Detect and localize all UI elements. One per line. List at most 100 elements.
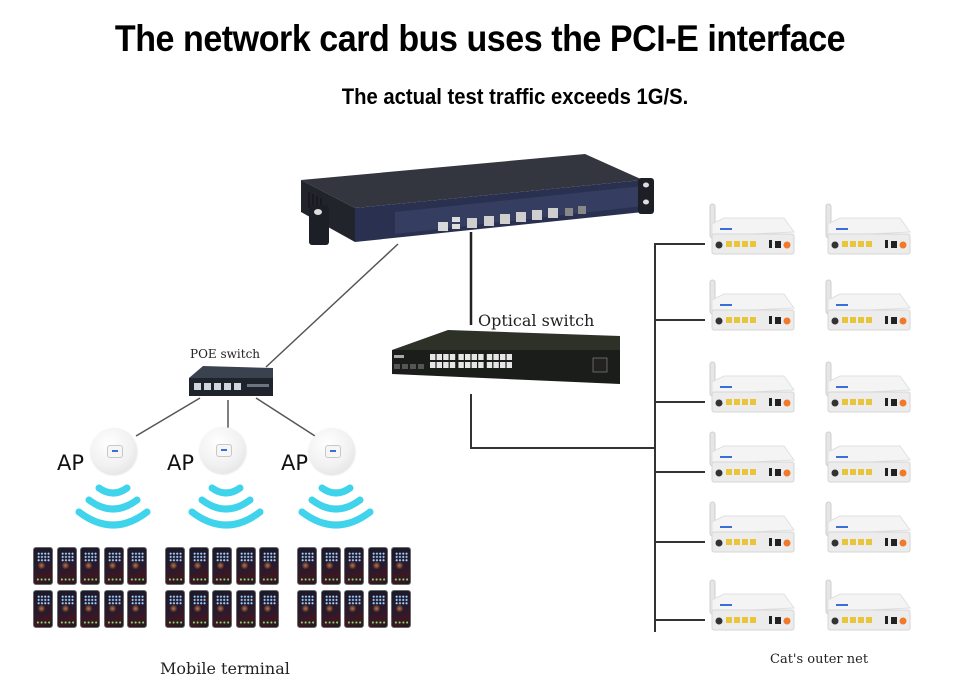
mobile-terminal-label: Mobile terminal: [160, 659, 290, 678]
optical-modem-router: [825, 501, 911, 553]
app-icons: [107, 595, 121, 605]
optical-modem-router: [825, 431, 911, 483]
line-optical-to-outer-net: [470, 394, 655, 449]
switch-port: [458, 354, 464, 360]
optical-modem-router: [825, 361, 911, 413]
dock-icons: [238, 621, 254, 624]
ap-label-1: AP: [57, 451, 85, 475]
app-icons: [263, 552, 276, 562]
optical-switch: [392, 330, 620, 384]
mobile-phone: [212, 547, 232, 585]
mobile-phone: [391, 590, 411, 628]
mobile-phone: [33, 547, 53, 585]
app-icons: [239, 552, 253, 562]
mobile-phone: [259, 547, 279, 585]
optical-modem-router: [825, 279, 911, 331]
app-icons: [216, 595, 229, 605]
switch-port: [458, 362, 464, 368]
mobile-phone: [297, 590, 317, 628]
access-point-1[interactable]: [91, 428, 137, 474]
ap-logo-icon: [107, 445, 123, 458]
poe-switch-label: POE switch: [190, 347, 261, 361]
dock-icons: [36, 621, 51, 624]
dock-icons: [130, 621, 145, 624]
switch-port: [486, 362, 493, 368]
sfp-port: [394, 364, 400, 369]
app-icons: [84, 595, 97, 605]
dock-icons: [394, 621, 409, 624]
dock-icons: [83, 578, 98, 581]
switch-port: [449, 362, 456, 368]
wifi-signal-icon: [188, 484, 264, 529]
dock-icons: [347, 578, 362, 581]
app-icons: [169, 552, 182, 562]
dock-icons: [59, 578, 75, 581]
switch-port: [449, 354, 456, 360]
app-icons: [301, 552, 314, 562]
dock-icons: [106, 621, 122, 624]
dock-icons: [394, 578, 409, 581]
app-icons: [131, 552, 144, 562]
mobile-phone: [188, 590, 209, 628]
switch-port: [506, 354, 512, 360]
app-icons: [169, 595, 182, 605]
app-icons: [60, 595, 74, 605]
access-point-2[interactable]: [200, 427, 246, 473]
app-icons: [324, 552, 338, 562]
app-icons: [192, 552, 206, 562]
dock-icons: [323, 621, 339, 624]
optical-modem-router: [825, 203, 911, 255]
switch-port: [486, 354, 493, 360]
page-subtitle: The actual test traffic exceeds 1G/S.: [341, 84, 689, 109]
switch-port: [500, 354, 506, 360]
mobile-phone: [297, 547, 317, 585]
switch-port: [430, 354, 436, 360]
dock-icons: [238, 578, 254, 581]
dock-icons: [191, 578, 207, 581]
dock-icons: [191, 621, 207, 624]
optical-modem-router: [709, 203, 795, 255]
ap-logo-icon: [216, 444, 232, 457]
switch-port: [506, 362, 512, 368]
dock-icons: [370, 578, 386, 581]
mobile-phone: [80, 590, 100, 628]
switch-port: [493, 354, 499, 360]
dock-icons: [347, 621, 362, 624]
mobile-phone: [367, 547, 388, 585]
line-firewall-to-poe: [265, 243, 399, 368]
wifi-signal-icon: [298, 484, 374, 529]
outer-net-label: Cat's outer net: [770, 652, 869, 667]
app-icons: [301, 595, 314, 605]
switch-port: [465, 362, 471, 368]
mobile-phone: [320, 590, 341, 628]
switch-port: [471, 362, 477, 368]
dock-icons: [262, 578, 277, 581]
mobile-phone: [344, 590, 364, 628]
mobile-phone: [367, 590, 388, 628]
mobile-phone: [212, 590, 232, 628]
optical-switch-label: Optical switch: [478, 311, 595, 330]
ap-label-2: AP: [167, 451, 195, 475]
mobile-phone: [127, 590, 147, 628]
mobile-phone: [259, 590, 279, 628]
switch-port: [430, 362, 436, 368]
switch-port: [443, 362, 449, 368]
dock-icons: [36, 578, 51, 581]
optical-modem-router: [709, 579, 795, 631]
optical-modem-router: [709, 501, 795, 553]
mobile-phone: [80, 547, 100, 585]
access-point-3[interactable]: [309, 428, 355, 474]
line-poe-to-ap-1: [135, 397, 201, 437]
dock-icons: [370, 621, 386, 624]
mobile-phone: [188, 547, 209, 585]
app-icons: [324, 595, 338, 605]
app-icons: [371, 595, 385, 605]
app-icons: [216, 552, 229, 562]
optical-modem-router: [709, 431, 795, 483]
switch-port: [465, 354, 471, 360]
optical-modem-router: [825, 579, 911, 631]
app-icons: [107, 552, 121, 562]
switch-port: [500, 362, 506, 368]
mobile-phone: [56, 590, 77, 628]
